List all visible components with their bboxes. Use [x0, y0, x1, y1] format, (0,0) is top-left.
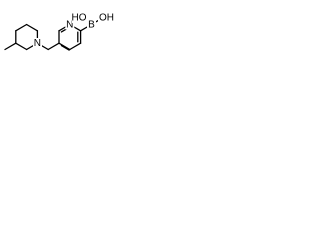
atom-pyridine-nitrogen: N — [66, 19, 73, 30]
bond-methyl — [4, 42, 17, 51]
molecule-drawing: N N B OH HO — [4, 12, 114, 51]
atom-bg-ho-left — [72, 12, 88, 23]
bond-pip-c6-c5 — [15, 23, 28, 32]
atom-bg-boron — [87, 19, 96, 30]
atom-boron: B — [88, 19, 95, 30]
bond-pip-n-c6 — [25, 23, 39, 32]
bond-py-c6-c5 — [47, 42, 60, 51]
bonds — [4, 17, 103, 51]
atom-hydroxyl-top: OH — [99, 12, 114, 23]
bond-py-c5-c4-inner — [60, 44, 70, 51]
atom-piperidine-nitrogen: N — [34, 38, 41, 49]
bond-py-c5-c4 — [58, 42, 71, 51]
atom-labels: N N B OH HO — [33, 12, 114, 49]
atom-hydroxyl-left: HO — [72, 12, 87, 23]
bond-py-c4-c3 — [69, 42, 82, 51]
structure-diagram: N N B OH HO — [0, 0, 155, 78]
bond-pip-c4-c3 — [15, 42, 28, 51]
atom-bg-oh-top — [98, 12, 114, 23]
atom-bg-pip-n — [33, 38, 42, 48]
atom-bg-py-n — [65, 19, 75, 30]
